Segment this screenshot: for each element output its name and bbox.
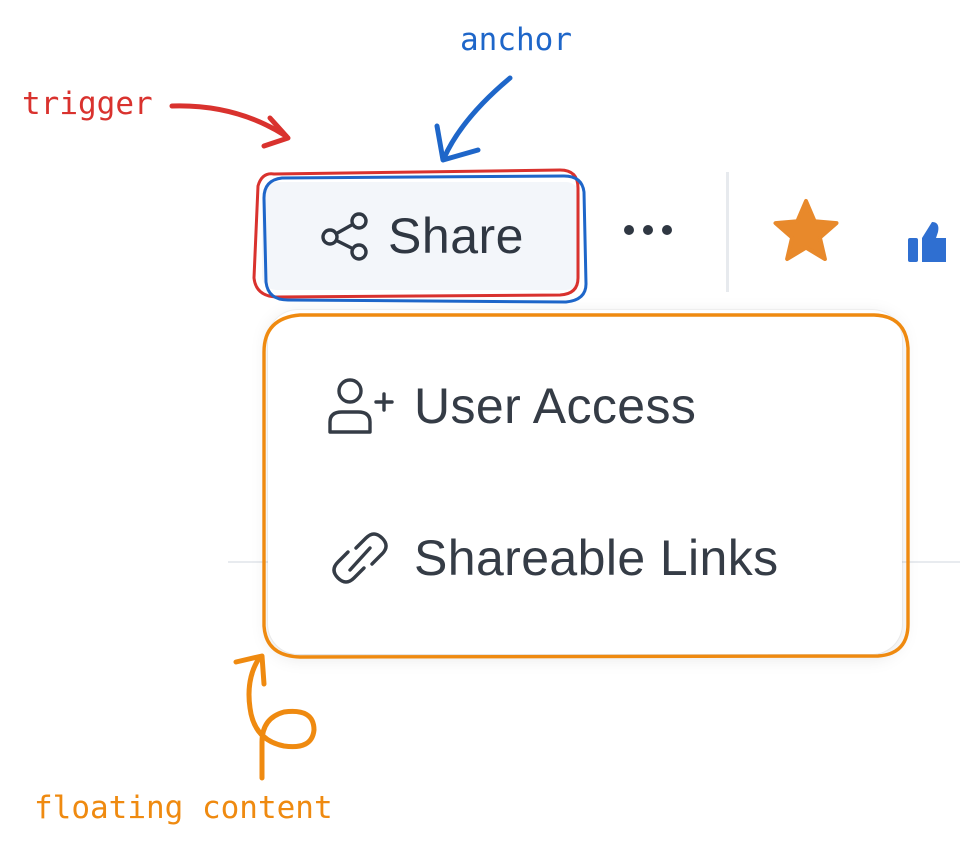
floating-content-annotation-label: floating content bbox=[34, 790, 333, 826]
share-button-label: Share bbox=[388, 208, 524, 264]
share-dropdown-menu: User Access Shareable Links bbox=[268, 310, 902, 654]
more-horizontal-icon bbox=[624, 225, 672, 235]
menu-item-label: User Access bbox=[414, 378, 697, 434]
toolbar-divider bbox=[726, 172, 729, 292]
partial-toolbar-icon[interactable] bbox=[906, 218, 946, 266]
star-icon bbox=[773, 199, 839, 261]
trigger-annotation-label: trigger bbox=[22, 86, 153, 122]
trigger-arrow bbox=[169, 103, 289, 139]
anchor-annotation-label: anchor bbox=[460, 22, 572, 58]
more-options-button[interactable] bbox=[612, 206, 684, 254]
anchor-arrowhead bbox=[434, 123, 481, 163]
menu-item-shareable-links[interactable]: Shareable Links bbox=[324, 522, 779, 594]
anchor-arrow bbox=[441, 75, 513, 161]
user-plus-icon bbox=[328, 378, 394, 434]
floating-content-arrow bbox=[246, 657, 317, 781]
menu-item-user-access[interactable]: User Access bbox=[324, 370, 696, 442]
favorite-star-button[interactable] bbox=[772, 198, 840, 264]
floating-content-arrowhead bbox=[233, 653, 267, 687]
trigger-arrowhead bbox=[261, 115, 291, 149]
link-icon bbox=[332, 532, 388, 584]
menu-item-label: Shareable Links bbox=[414, 530, 779, 586]
share-nodes-icon bbox=[321, 212, 368, 261]
thumbs-up-icon bbox=[908, 222, 946, 262]
share-button[interactable]: Share bbox=[262, 182, 580, 290]
